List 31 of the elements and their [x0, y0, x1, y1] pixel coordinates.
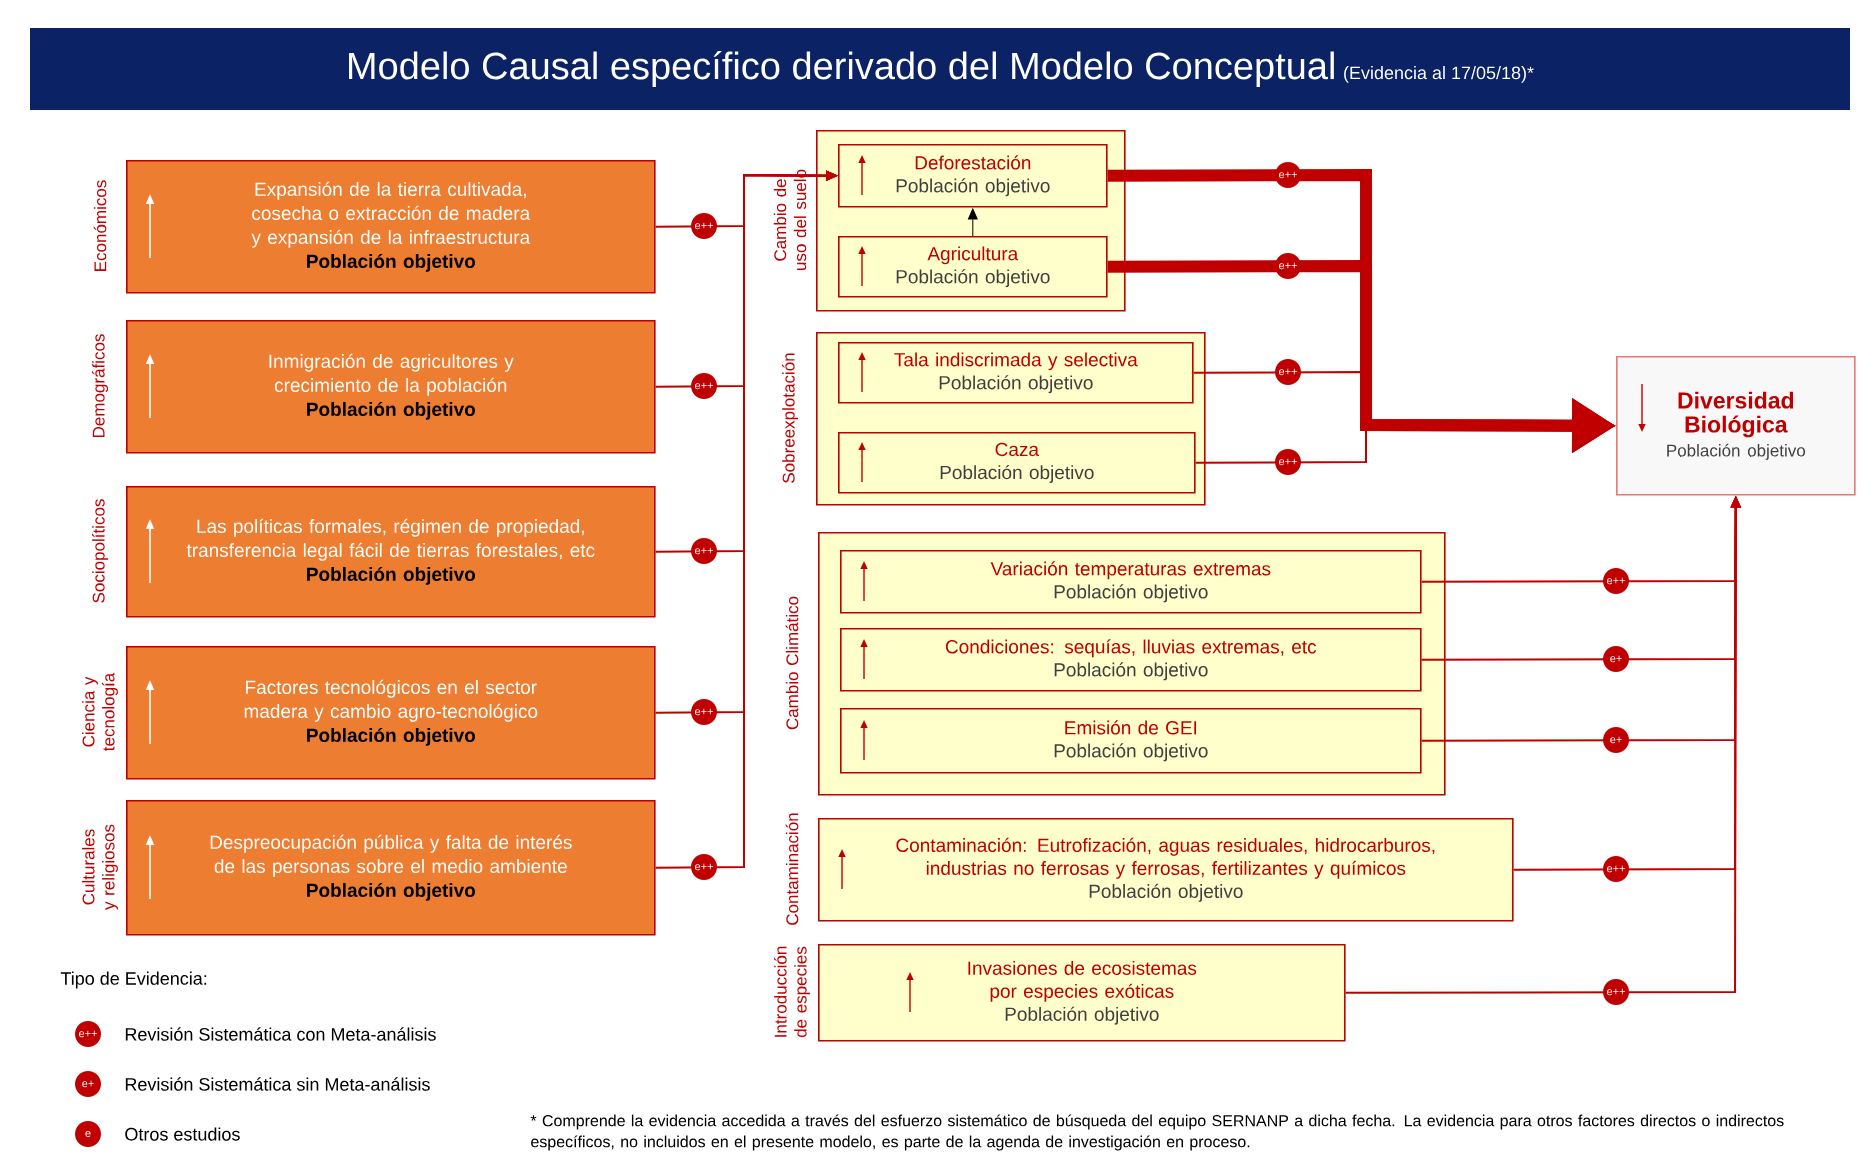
threat-box: Variación temperaturas extremas Población objetivo [840, 550, 1422, 614]
category-label: Económicos [93, 180, 107, 271]
factor-box: Inmigración de agricultores y crecimiento de la población Población objetivo [126, 320, 656, 454]
legend-label: Revisión Sistemática con Meta-análisis [125, 1027, 436, 1041]
category-label: Introducción de especies [774, 946, 810, 1038]
target-box: Diversidad Biológica Población objetivo [1616, 356, 1856, 496]
arrow [967, 208, 978, 237]
title-banner: Modelo Causal específico derivado del Modelo Conceptual (Evidencia al 17/05/18)* [30, 28, 1850, 110]
legend-label: Otros estudios [125, 1127, 240, 1141]
factor-box: Expansión de la tierra cultivada, cosecha o extracción de madera y expansión de la infraestructura Población objetivo [126, 160, 656, 294]
factor-box: Despreocupación pública y falta de interés de las personas sobre el medio ambiente Población objetivo [126, 800, 656, 936]
factor-box: Factores tecnológicos en el sector madera y cambio agro-tecnológico Población objetivo [126, 646, 656, 780]
threat-box: Contaminación: Eutrofización, aguas residuales, hidrocarburos, industrias no ferrosas y ferrosas, fertilizantes y químicos Población objetivo [818, 818, 1514, 922]
threat-box: Agricultura Población objetivo [838, 236, 1108, 298]
category-label: Culturales y religiosos [82, 824, 118, 910]
category-label: Contaminación [785, 813, 799, 925]
group-heading: Cambio Climático [785, 596, 799, 730]
legend-label: Revisión Sistemática sin Meta-análisis [125, 1077, 430, 1091]
threat-box: Tala indiscrimada y selectiva Población objetivo [838, 342, 1194, 404]
category-label: Sociopolíticos [92, 499, 108, 603]
category-label: Ciencia y tecnología [82, 672, 118, 751]
factor-box: Las políticas formales, régimen de propiedad, transferencia legal fácil de tierras forestales, etc Población objetivo [126, 486, 656, 618]
threat-box: Condiciones: sequías, lluvias extremas, etc Población objetivo [840, 628, 1422, 692]
group-heading: Sobreexplotación [782, 353, 798, 483]
category-label: Demográficos [92, 334, 108, 438]
threat-box: Deforestación Población objetivo [838, 144, 1108, 208]
threat-box: Invasiones de ecosistemas por especies exóticas Población objetivo [818, 944, 1346, 1042]
threat-box: Emisión de GEI Población objetivo [840, 708, 1422, 774]
footnote: * Comprende la evidencia accedida a través del esfuerzo sistemático de búsqueda del equipo SERNANP a dicha fecha. La evidencia para otros factores directos o indirectos específicos, no incluidos en el presente modelo, es parte de la agenda de investigación en proceso. [530, 1114, 1784, 1151]
legend-title: Tipo de Evidencia: [60, 971, 207, 989]
threat-box: Caza Población objetivo [838, 432, 1196, 494]
